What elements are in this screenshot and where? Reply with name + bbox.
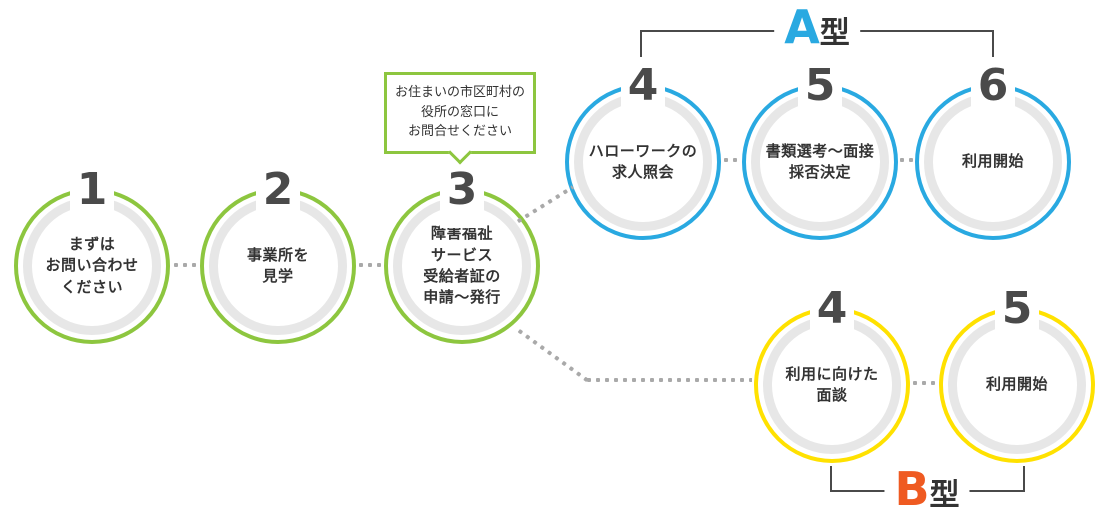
step-number: 6 <box>971 61 1015 124</box>
step-label: 利用開始 <box>985 375 1048 394</box>
step-label: 書類選考〜面接 採否決定 <box>765 141 875 181</box>
branch-a-label: A 型 <box>774 2 860 53</box>
branch-a-letter: A <box>784 0 820 54</box>
branch-b-label: B 型 <box>884 462 970 516</box>
step-circle-1: 1 まずは お問い合わせ ください <box>14 165 170 344</box>
step-label: 利用に向けた 面談 <box>785 364 879 404</box>
step-circle-a5: 5 書類選考〜面接 採否決定 <box>742 61 898 240</box>
dotted-connector-a5-a6 <box>899 157 915 163</box>
step-label: 利用開始 <box>961 152 1024 171</box>
step-label: ハローワークの 求人照会 <box>588 141 698 181</box>
step-number: 5 <box>798 61 842 124</box>
dotted-connector-3-to-b-horizontal <box>586 377 752 383</box>
step-number: 5 <box>995 284 1039 347</box>
branch-a-suffix: 型 <box>819 16 850 51</box>
step-number: 1 <box>70 165 114 228</box>
step-number: 4 <box>810 284 854 347</box>
dotted-connector-3-to-a <box>515 184 575 225</box>
step-circle-2: 2 事業所を 見学 <box>200 165 356 344</box>
step-label: まずは お問い合わせ ください <box>45 235 139 296</box>
branch-b-suffix: 型 <box>929 478 960 513</box>
dotted-connector-b4-b5 <box>912 380 939 386</box>
step-circle-a4: 4 ハローワークの 求人照会 <box>565 61 721 240</box>
step-number: 2 <box>256 165 300 228</box>
step-number: 3 <box>440 165 484 228</box>
dotted-connector-1-2 <box>173 262 199 268</box>
branch-b-letter: B <box>894 462 930 516</box>
step-circle-3: 3 障害福祉 サービス 受給者証の 申請〜発行 <box>384 165 540 344</box>
step-circle-b4: 4 利用に向けた 面談 <box>754 284 910 463</box>
step-circle-a6: 6 利用開始 <box>915 61 1071 240</box>
dotted-connector-a4-a5 <box>723 157 741 163</box>
step-label: 障害福祉 サービス 受給者証の 申請〜発行 <box>423 224 501 307</box>
step-number: 4 <box>621 61 665 124</box>
dotted-connector-2-3 <box>358 262 383 268</box>
step-label: 事業所を 見学 <box>246 245 309 285</box>
dotted-connector-3-to-b-diagonal <box>516 327 591 385</box>
callout-bubble: お住まいの市区町村の 役所の窓口に お問合せください <box>384 72 536 154</box>
step-circle-b5: 5 利用開始 <box>939 284 1095 463</box>
